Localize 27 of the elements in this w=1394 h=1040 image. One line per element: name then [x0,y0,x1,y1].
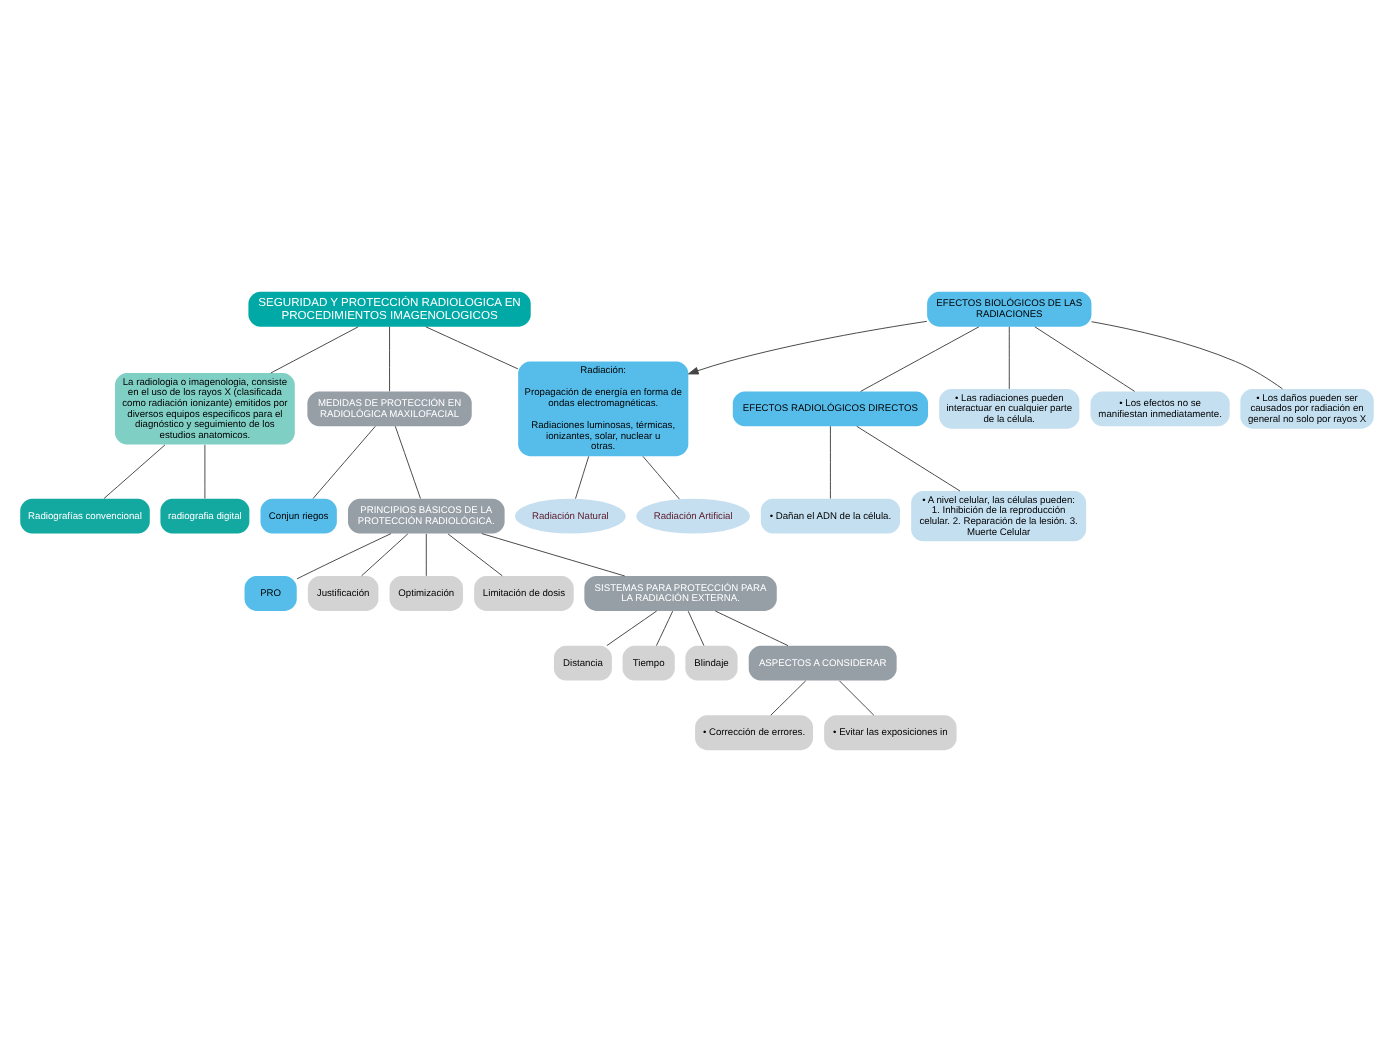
connector [103,443,166,499]
connector [655,609,674,646]
connector [204,443,206,499]
connector [296,532,392,579]
connector [829,424,831,498]
connector [606,609,658,645]
connector [714,609,789,646]
connector [642,454,680,499]
connector [481,532,626,576]
connector [860,325,980,391]
connector [770,679,807,715]
connector [1091,320,1283,389]
connector [425,532,427,576]
connector [270,325,359,373]
connector [312,424,376,498]
connector [575,454,590,499]
arrow [687,319,928,374]
connector [1034,325,1136,391]
connector [838,679,875,715]
connector [856,424,961,491]
connector [394,424,421,498]
connector [361,532,409,576]
connector [425,325,519,369]
connector [389,325,391,391]
connector [1008,325,1010,389]
connector [447,532,503,576]
connector [687,609,705,646]
